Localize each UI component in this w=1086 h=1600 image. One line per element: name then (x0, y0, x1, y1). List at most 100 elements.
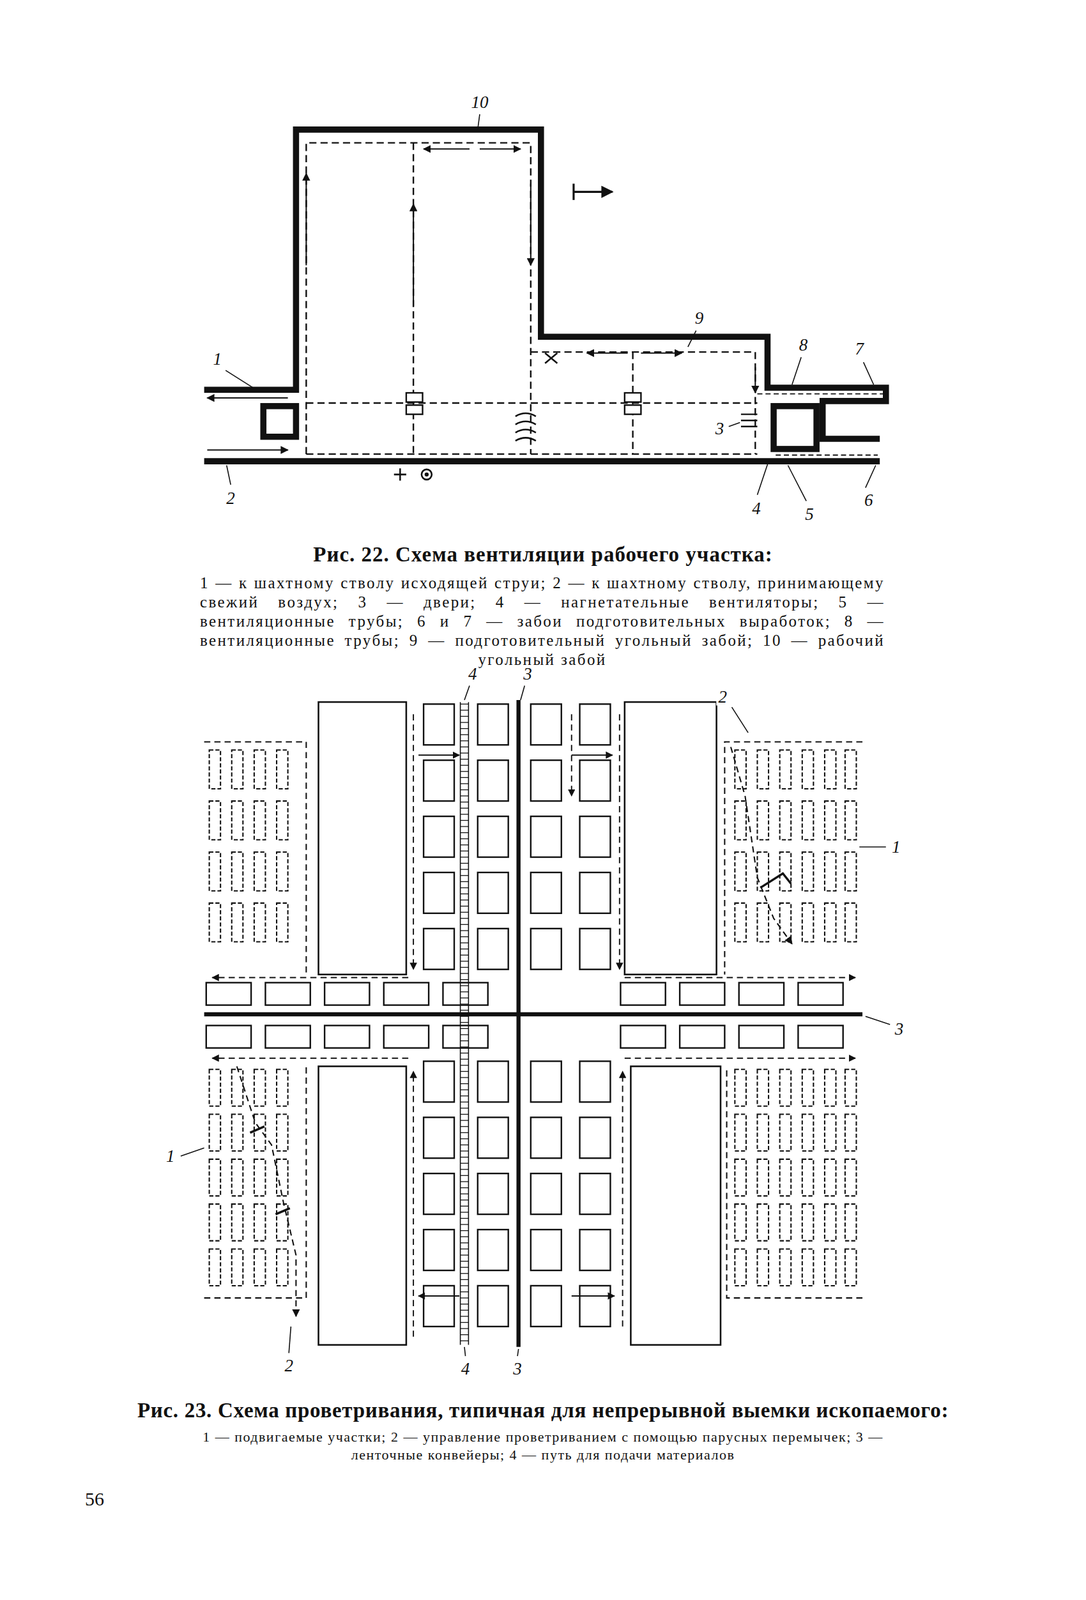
pillar (209, 749, 222, 789)
air-arrows (305, 148, 756, 393)
pillar (209, 852, 222, 892)
material-track-tie (460, 1059, 469, 1060)
pillar (477, 1173, 509, 1215)
material-track-tie (460, 917, 469, 919)
pillar (209, 1114, 222, 1152)
material-track-tie (460, 1095, 469, 1097)
airflow (624, 1057, 856, 1060)
pillar (580, 760, 611, 802)
material-track-tie (460, 1071, 469, 1072)
material-track-tie (460, 844, 469, 846)
callout-number: 4 (749, 499, 763, 517)
room-and-pillar-plan (180, 686, 890, 1357)
pillar (580, 1173, 611, 1215)
door-symbols (406, 392, 758, 427)
material-track-tie (460, 1248, 469, 1250)
material-track-tie (460, 1199, 469, 1201)
panel-boundary (204, 741, 307, 975)
material-track-tie (460, 1273, 469, 1274)
material-track-tie (460, 979, 469, 980)
material-track-tie (460, 1261, 469, 1262)
pillar (423, 928, 455, 970)
material-track-tie (460, 1126, 469, 1127)
pillar (263, 406, 296, 437)
air-arrow (206, 449, 288, 451)
material-track-tie (460, 777, 469, 779)
material-track-tie (460, 783, 469, 784)
pillar (802, 801, 814, 841)
material-track-tie (460, 1328, 469, 1329)
pillar (423, 760, 455, 802)
pillar (802, 749, 814, 789)
material-track-tie (460, 948, 469, 950)
pillar (802, 1114, 814, 1152)
pillar (734, 1069, 747, 1107)
pillar (442, 1025, 488, 1049)
material-track-tie (460, 1206, 469, 1207)
leader-line (180, 1147, 205, 1157)
pillar (580, 1061, 611, 1102)
pillar (757, 1159, 769, 1197)
air-arrow (571, 1295, 615, 1297)
pillar (477, 703, 509, 745)
pillar (780, 1114, 792, 1152)
material-track-tie (460, 1034, 469, 1035)
pillar (845, 1159, 857, 1197)
material-track-tie (460, 1028, 469, 1030)
callout-number: 3 (511, 1360, 524, 1378)
pillar (802, 903, 814, 943)
material-track-tie (460, 1223, 469, 1225)
material-track-tie (460, 1150, 469, 1152)
pillar (209, 903, 222, 943)
callout-number: 2 (224, 489, 238, 507)
pillar (620, 1025, 666, 1049)
leader-line (288, 1326, 291, 1354)
pillar (757, 749, 769, 789)
pillar (209, 801, 222, 841)
pillar (477, 928, 509, 970)
solid-block (630, 1066, 721, 1345)
legend-text: 1 — к шахтному стволу исходящей струи; 2… (199, 573, 885, 670)
pillar (757, 1114, 769, 1152)
pillar (254, 1248, 266, 1286)
material-track-tie (460, 1242, 469, 1244)
pillar (845, 852, 857, 892)
pillar (845, 903, 857, 943)
pillar (276, 801, 289, 841)
pillar (530, 928, 562, 970)
material-track-tie (460, 1279, 469, 1281)
callout-number: 7 (853, 340, 867, 358)
airflow-dashed (305, 143, 758, 455)
pillar (324, 982, 370, 1005)
callout-number: 1 (889, 838, 903, 857)
material-track-tie (460, 1114, 469, 1115)
material-track-tie (460, 1009, 469, 1011)
pillar (780, 1248, 792, 1286)
vent-pipe (757, 393, 884, 395)
pillar (276, 1248, 289, 1286)
material-track-tie (460, 856, 469, 858)
material-track-tie (460, 863, 469, 864)
material-track-tie (460, 1230, 469, 1232)
airflow (412, 1071, 414, 1337)
pillar (580, 872, 611, 914)
belt-conveyor (516, 700, 521, 1348)
callout-number: 1 (164, 1147, 177, 1166)
pillar (254, 852, 266, 892)
pillar (442, 982, 488, 1005)
brattice-airflow (237, 1066, 297, 1316)
material-track-tie (460, 813, 469, 815)
pillar (580, 928, 611, 970)
airflow (212, 1057, 409, 1060)
material-track-tie (460, 801, 469, 803)
pillar (276, 852, 289, 892)
material-track-tie (460, 1040, 469, 1042)
pillar (276, 1114, 289, 1152)
pillar (734, 903, 747, 943)
solid-block (318, 1066, 407, 1345)
pillar (845, 801, 857, 841)
pillar (757, 1204, 769, 1242)
material-track-tie (460, 1334, 469, 1336)
brattice (249, 1126, 290, 1215)
